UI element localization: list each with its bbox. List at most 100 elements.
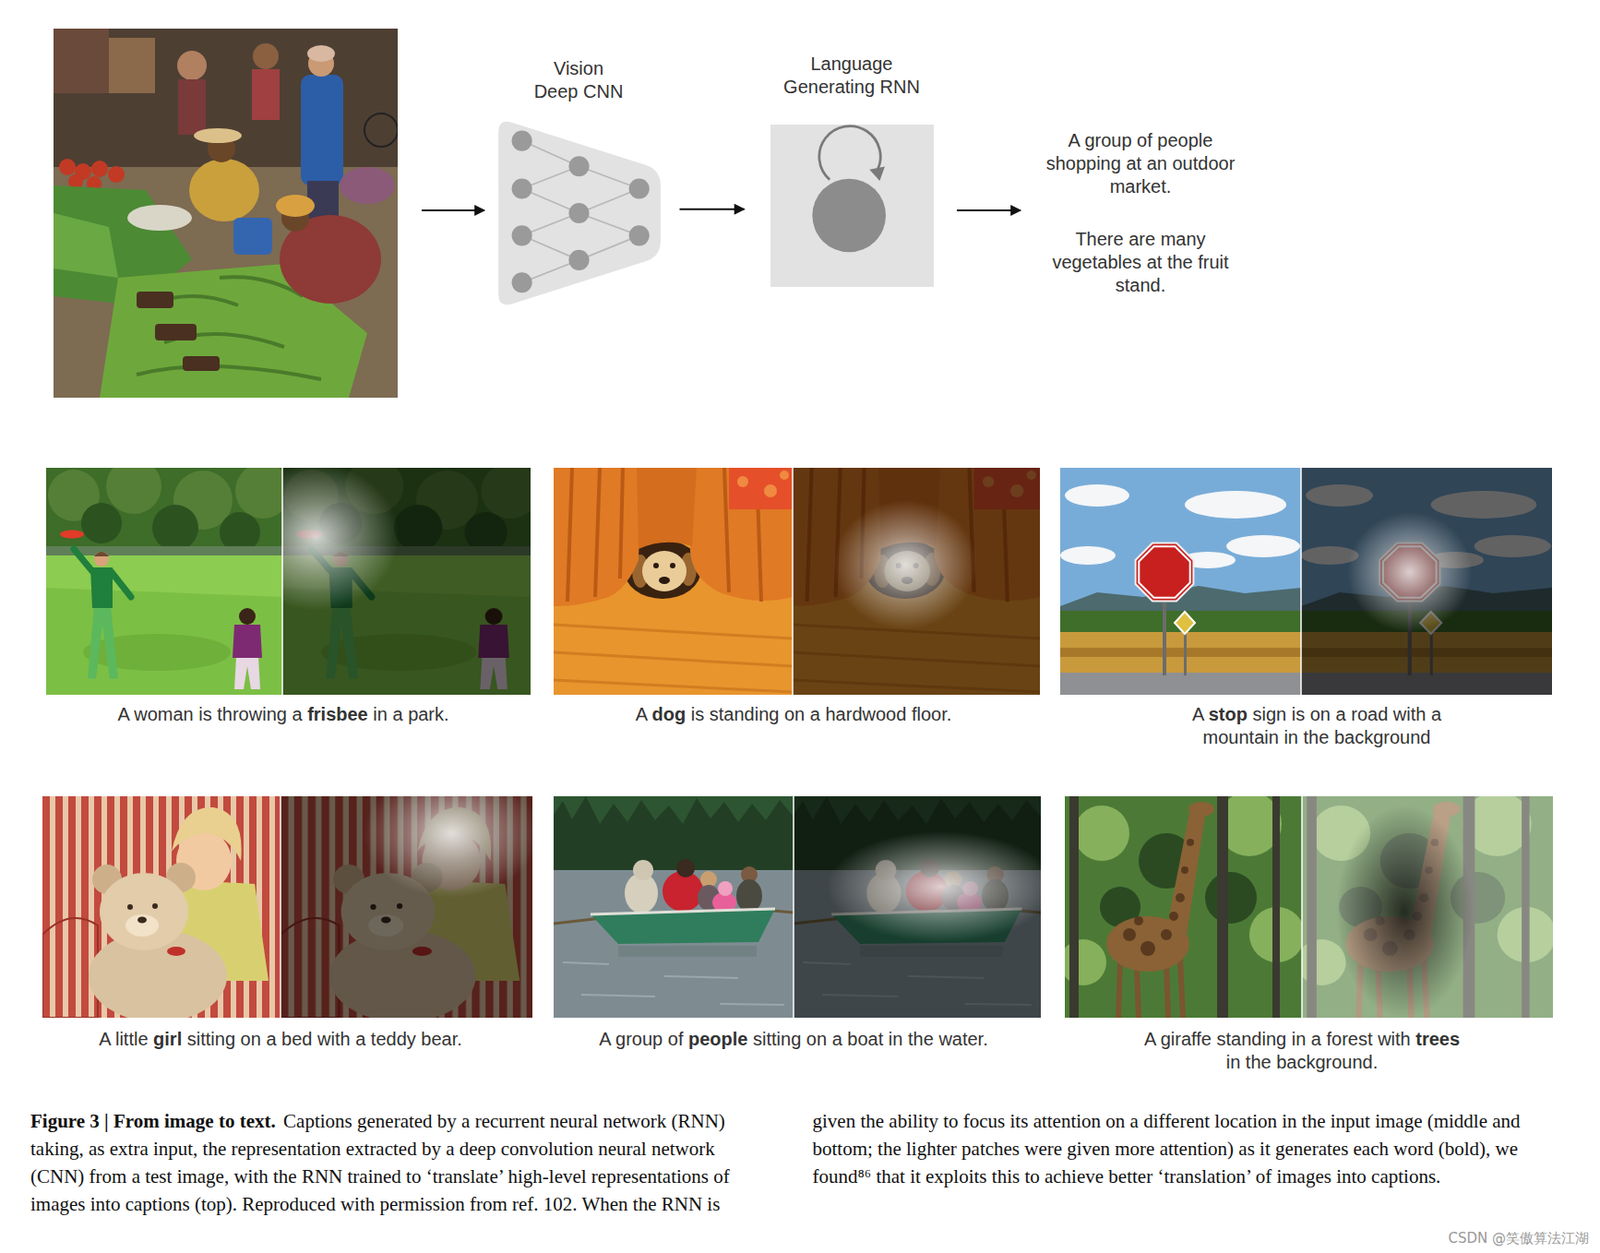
- figure-part: [281, 467, 284, 695]
- watermark: CSDN @笑傲算法江湖: [1356, 1229, 1589, 1248]
- caption-word: the: [1245, 1051, 1272, 1073]
- photo: [1060, 791, 1305, 1018]
- figure-part: [1297, 791, 1556, 1018]
- caption-word: the: [1303, 727, 1330, 748]
- network-shape: [496, 117, 662, 309]
- caption-word: floor.: [911, 704, 952, 725]
- figure-part: [792, 796, 795, 1018]
- caption-word: on: [1310, 704, 1331, 725]
- caption-word: on: [806, 1028, 827, 1050]
- caption-word: in: [1226, 1051, 1242, 1073]
- caption-word: in: [1291, 1028, 1307, 1050]
- figure-part: [818, 126, 880, 180]
- attention-photo: [793, 796, 1055, 1018]
- figure-part: [869, 166, 885, 180]
- caption-word: dog: [652, 704, 687, 725]
- caption-word: a: [1311, 1028, 1322, 1050]
- figure-part: [1060, 467, 1302, 695]
- figure-part: [511, 131, 532, 152]
- figure-part: [826, 831, 1055, 943]
- caption-word: a: [355, 1028, 366, 1050]
- photo-separators: [280, 467, 1302, 1018]
- caption-word: giraffe: [1160, 1028, 1212, 1050]
- figure-part: [792, 467, 1040, 695]
- caption-word: the: [907, 1028, 934, 1050]
- figure-part: [46, 458, 291, 695]
- attention-photo: [1297, 791, 1556, 1018]
- network-block: Vision Deep CNN: [488, 57, 669, 309]
- caption-word: sign: [1252, 704, 1287, 725]
- caption-word: A: [1192, 704, 1204, 725]
- figure-part: [498, 121, 661, 306]
- block-heading: Language Generating RNN: [773, 52, 931, 99]
- caption-word: a: [832, 1028, 843, 1050]
- caption-word: on: [784, 704, 805, 725]
- figure-part: [1336, 805, 1473, 1018]
- figure-part: [791, 467, 794, 695]
- caption-word: with: [317, 1028, 351, 1050]
- caption-word: frisbee: [307, 704, 369, 725]
- market-photo: [53, 28, 398, 398]
- caption-word: in: [888, 1028, 904, 1050]
- figure-part: [1060, 791, 1305, 1018]
- network-block: Language Generating RNN: [764, 52, 940, 287]
- flow-arrow: [956, 209, 1021, 212]
- block-heading: Vision Deep CNN: [531, 57, 626, 104]
- caption-word: in: [1283, 727, 1299, 748]
- photo: [46, 458, 291, 695]
- caption-word: A: [1144, 1028, 1156, 1050]
- figure-part: [770, 124, 934, 287]
- caption-word: throwing: [216, 704, 287, 725]
- figure-part: [553, 467, 793, 695]
- figure-part: [628, 178, 649, 199]
- figure-part: [811, 179, 886, 253]
- image-caption: A stop sign is on a road with a mountain…: [1159, 703, 1474, 750]
- caption-word: teddy: [370, 1028, 417, 1050]
- figure-part: [53, 28, 398, 398]
- figure-title: Figure 3 | From image to text.: [30, 1110, 276, 1133]
- caption-word: a: [810, 704, 821, 725]
- image-caption: A dog is standing on a hardwood floor.: [544, 703, 1043, 727]
- photo: [553, 467, 793, 695]
- caption-word: is: [691, 704, 705, 725]
- caption-word: mountain: [1203, 727, 1279, 748]
- figure-part: [511, 178, 532, 199]
- flow-arrow: [421, 209, 485, 212]
- caption-word: with: [1393, 704, 1427, 725]
- caption-word: in: [372, 704, 388, 725]
- caption-word: of: [668, 1028, 684, 1050]
- figure-part: [1301, 467, 1553, 695]
- caption-word: forest: [1326, 1028, 1374, 1050]
- output-caption: A group of people shopping at an outdoor…: [1031, 129, 1250, 199]
- figure-part: [511, 272, 532, 293]
- image-caption: A giraffe standing in a forest with tree…: [1135, 1027, 1469, 1075]
- caption-word: sitting: [187, 1028, 236, 1050]
- caption-word: stop: [1208, 704, 1248, 725]
- caption-word: little: [115, 1028, 149, 1050]
- figure-part: [792, 467, 1040, 695]
- figure-part: [1301, 796, 1553, 1018]
- figure-part: [42, 796, 281, 1023]
- figure-part: [511, 225, 532, 246]
- caption-word: is: [1291, 704, 1305, 725]
- caption-word: park.: [407, 704, 449, 725]
- photo: [553, 796, 794, 1018]
- attention-photo: [792, 467, 1040, 695]
- caption-word: bed: [281, 1028, 312, 1050]
- figure-part: [233, 463, 399, 611]
- caption-word: with: [1377, 1028, 1411, 1050]
- caption-word: a: [1336, 704, 1347, 725]
- figure-part: [628, 225, 649, 246]
- caption-word: hardwood: [824, 704, 907, 725]
- caption-word: background.: [1276, 1051, 1378, 1073]
- caption-word: A: [598, 1028, 610, 1050]
- output-caption: There are many vegetables at the fruit s…: [1048, 227, 1233, 298]
- figure-part: [1301, 796, 1303, 1018]
- caption-word: boat: [847, 1028, 884, 1050]
- caption-word: standing: [709, 704, 780, 725]
- figure-part: [568, 202, 589, 224]
- figure-part: [1300, 467, 1302, 695]
- figure-part: [568, 250, 589, 271]
- figure-part: [833, 500, 977, 630]
- caption-word: A: [98, 1028, 110, 1050]
